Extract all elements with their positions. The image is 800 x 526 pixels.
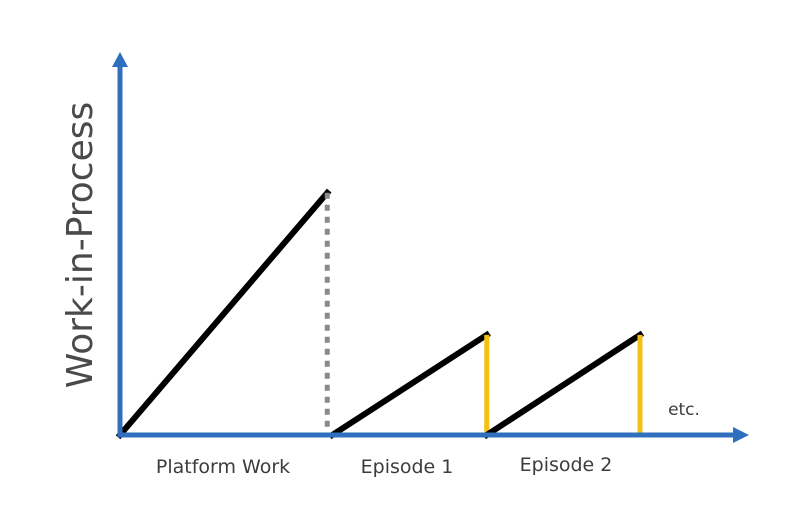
- series-episode-2-ramp: [482, 330, 645, 440]
- x-category-labels: Platform Work Episode 1 Episode 2: [156, 454, 613, 478]
- category-label-platform-work: Platform Work: [156, 456, 290, 478]
- series-layer: [115, 188, 645, 440]
- axes: [112, 52, 749, 443]
- y-axis-arrow-icon: [112, 52, 128, 67]
- series-platform-work-ramp: [115, 188, 332, 440]
- y-axis-label: Work-in-Process: [60, 102, 101, 389]
- x-axis-arrow-icon: [733, 427, 749, 443]
- category-label-episode-2: Episode 2: [520, 454, 613, 476]
- etc-annotation: etc.: [668, 400, 700, 420]
- series-episode-1-ramp: [328, 330, 491, 440]
- category-label-episode-1: Episode 1: [361, 456, 454, 478]
